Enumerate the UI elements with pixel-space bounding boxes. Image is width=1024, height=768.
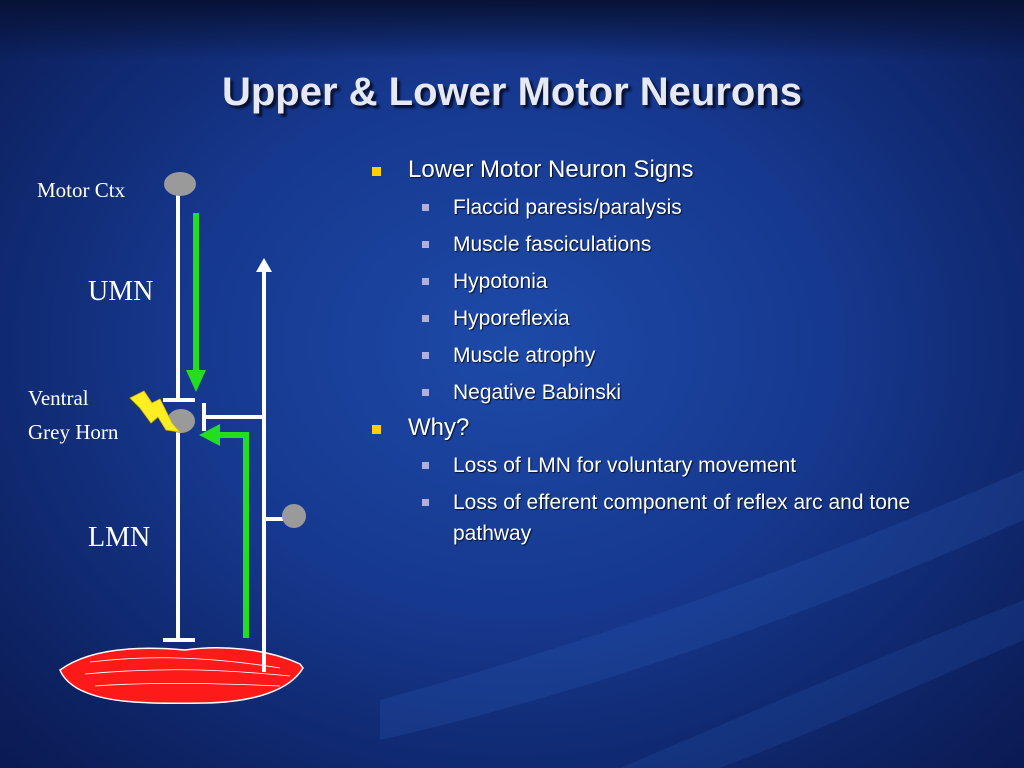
motor-cortex-soma <box>164 172 196 196</box>
lmn-label: LMN <box>88 522 151 553</box>
sub-bullet-efferent-loss: Loss of efferent component of reflex arc… <box>368 487 988 549</box>
muscle-shape <box>59 647 304 705</box>
lesion-bolt-icon <box>129 390 182 433</box>
bullet-lmn-signs: Lower Motor Neuron Signs <box>368 154 988 186</box>
drg-soma <box>282 504 306 528</box>
descending-signal-arrowhead <box>186 370 206 392</box>
bullet-list: Lower Motor Neuron Signs Flaccid paresis… <box>368 150 988 549</box>
muscle-fiber-line <box>89 657 281 669</box>
ventral-label: Ventral <box>28 386 89 410</box>
slide-title: Upper & Lower Motor Neurons <box>221 70 803 114</box>
umn-label: UMN <box>88 276 154 307</box>
muscle-fiber-line <box>84 669 291 677</box>
sub-bullet-hypotonia: Hypotonia <box>368 266 988 297</box>
afferent-arrowhead <box>256 258 272 272</box>
bullet-why: Why? <box>368 412 988 444</box>
top-shadow-band <box>0 0 1024 60</box>
grey-horn-label: Grey Horn <box>28 420 119 444</box>
sub-bullet-flaccid: Flaccid paresis/paralysis <box>368 192 988 223</box>
sub-bullet-babinski: Negative Babinski <box>368 377 988 408</box>
sub-bullet-hyporeflexia: Hyporeflexia <box>368 303 988 334</box>
sub-bullet-fasciculations: Muscle fasciculations <box>368 229 988 260</box>
reflex-signal-arrow <box>218 432 249 638</box>
sub-bullet-voluntary-loss: Loss of LMN for voluntary movement <box>368 450 988 481</box>
muscle-fiber-line <box>94 682 281 687</box>
sub-bullet-atrophy: Muscle atrophy <box>368 340 988 371</box>
reflex-signal-arrowhead <box>199 424 220 446</box>
motor-ctx-label: Motor Ctx <box>37 178 126 202</box>
